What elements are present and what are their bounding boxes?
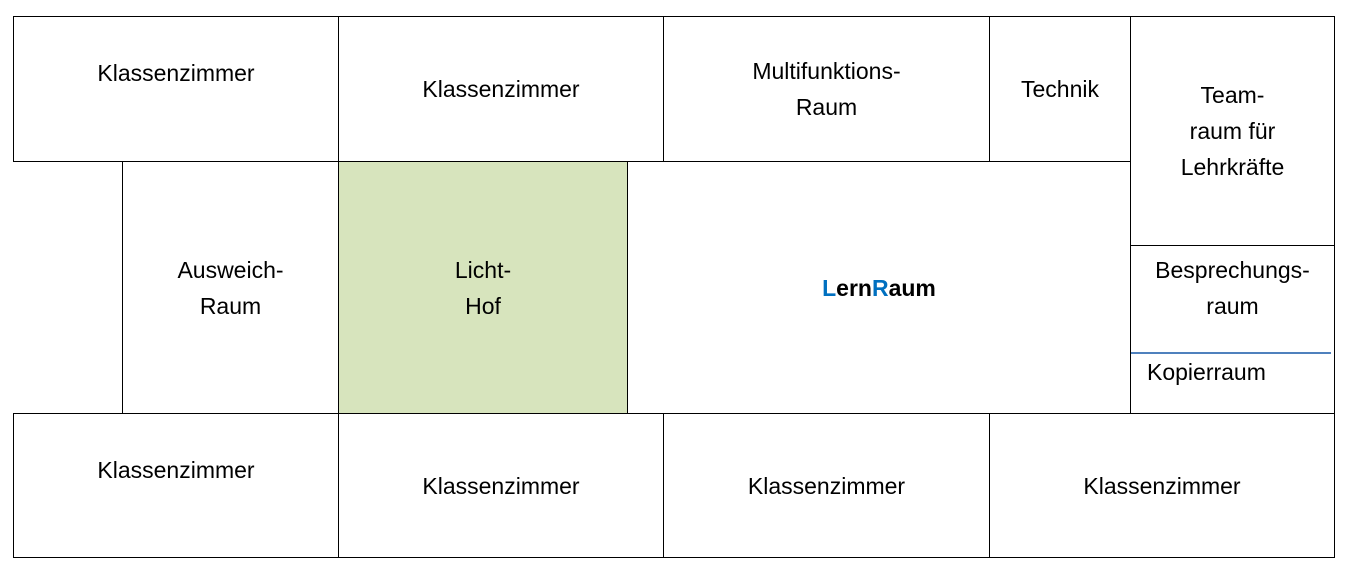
room-label: Multifunktions- (752, 58, 901, 84)
meeting-room: Besprechungs-raum (1130, 245, 1335, 414)
copy-room-divider (1131, 352, 1331, 354)
classroom-bottom-2: Klassenzimmer (338, 413, 664, 558)
room-label: Kopierraum (1147, 359, 1266, 385)
classroom-bottom-3: Klassenzimmer (663, 413, 990, 558)
room-label: Klassenzimmer (1083, 472, 1241, 499)
room-label: Ausweich- (177, 256, 284, 283)
classroom-bottom-4: Klassenzimmer (989, 413, 1335, 558)
copy-room: Kopierraum (1147, 354, 1266, 390)
room-label: Technik (1021, 76, 1099, 102)
room-label: Klassenzimmer (747, 472, 906, 499)
room-label: Klassenzimmer (422, 76, 580, 102)
room-label: Raum (795, 94, 858, 120)
classroom-top-1: Klassenzimmer (13, 16, 339, 162)
room-label: Klassenzimmer (97, 60, 255, 86)
room-label: Raum (199, 292, 262, 319)
room-label: Licht- (454, 256, 512, 283)
label-part: L (822, 274, 837, 301)
room-label: Lehrkräfte (1180, 154, 1285, 180)
courtyard: Licht- Hof (338, 161, 628, 414)
classroom-bottom-1: Klassenzimmer (13, 413, 339, 558)
room-label: Besprechungs- (1155, 257, 1310, 283)
room-label: LernRaum (822, 270, 936, 306)
classroom-top-2: Klassenzimmer (338, 16, 664, 162)
room-label: Hof (465, 292, 501, 319)
room-label: Klassenzimmer (422, 472, 580, 499)
learning-space: LernRaum (627, 161, 1131, 414)
label-part: aum (888, 274, 936, 301)
label-part: R (871, 274, 889, 301)
room-label: Team- (1200, 82, 1265, 108)
label-part: ern (836, 274, 872, 301)
alternate-room: Ausweich- Raum (122, 161, 339, 414)
room-label: Klassenzimmer (97, 457, 255, 483)
room-label: raum für (1189, 118, 1276, 144)
multipurpose-room: Multifunktions- Raum (663, 16, 990, 162)
technik-room: Technik (989, 16, 1131, 162)
room-label: raum (1206, 293, 1259, 319)
